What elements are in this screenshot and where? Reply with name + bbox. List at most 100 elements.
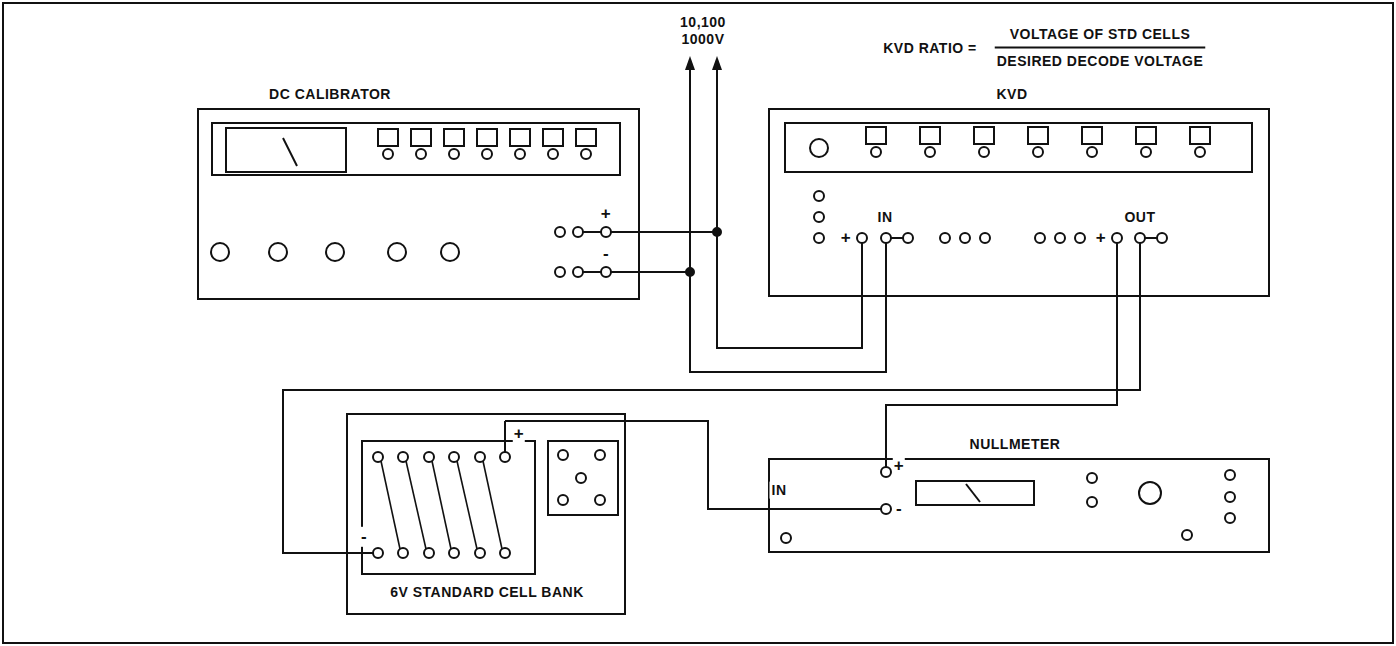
device-title: 6V STANDARD CELL BANK	[388, 584, 586, 601]
arrow-head	[712, 56, 722, 70]
cell-terminal-board	[362, 441, 535, 574]
connecting-wire	[626, 421, 768, 509]
button-indicator	[871, 147, 881, 157]
cell-terminal	[424, 452, 434, 462]
front-panel	[212, 123, 620, 175]
binding-post	[1157, 233, 1167, 243]
input-terminal	[881, 467, 891, 477]
push-button	[920, 127, 940, 144]
button-indicator	[925, 147, 935, 157]
control-knob	[211, 243, 229, 261]
polarity-mark: -	[895, 499, 903, 519]
wire-stub	[346, 552, 373, 554]
binding-post	[573, 227, 583, 237]
push-button	[974, 127, 994, 144]
kvd-divider: KVDINOUT++	[768, 108, 1270, 297]
control-jack	[1225, 513, 1235, 523]
binding-post	[881, 233, 891, 243]
polarity-mark: -	[602, 244, 610, 264]
terminal-link	[583, 231, 601, 233]
binding-post	[601, 227, 611, 237]
cell-terminal	[373, 548, 383, 558]
front-panel	[785, 123, 1252, 172]
cell-socket-panel	[548, 441, 618, 515]
push-button	[543, 129, 563, 146]
polarity-mark: +	[600, 204, 612, 224]
push-button	[444, 129, 464, 146]
nullmeter: NULLMETERIN+-	[768, 458, 1270, 553]
binding-post	[1055, 233, 1065, 243]
push-button	[378, 129, 398, 146]
binding-post	[1135, 233, 1145, 243]
binding-post	[857, 233, 867, 243]
polarity-mark: +	[1095, 228, 1107, 248]
button-indicator	[581, 149, 591, 159]
control-jack	[1182, 530, 1192, 540]
fraction-bar	[995, 47, 1206, 49]
socket	[576, 473, 586, 483]
binding-post	[1075, 233, 1085, 243]
button-indicator	[449, 149, 459, 159]
socket	[558, 495, 568, 505]
standard-cell-bank: 6V STANDARD CELL BANK+-	[346, 413, 626, 615]
terminal-label: IN	[876, 209, 895, 226]
range-knob	[1139, 482, 1161, 504]
control-jack	[1225, 470, 1235, 480]
polarity-mark: +	[893, 456, 905, 476]
button-indicator	[548, 149, 558, 159]
cell-link	[483, 461, 502, 549]
wire-stub	[611, 271, 640, 273]
push-button	[411, 129, 431, 146]
binding-post	[814, 191, 824, 201]
dc-calibrator: DC CALIBRATOR+-	[197, 108, 640, 300]
binding-post	[555, 267, 565, 277]
push-button	[576, 129, 596, 146]
wire-stub	[1116, 243, 1118, 297]
connecting-wire	[640, 232, 886, 372]
terminal-label: OUT	[1122, 209, 1157, 226]
button-indicator	[1033, 147, 1043, 157]
control-knob	[810, 139, 828, 157]
control-knob	[441, 243, 459, 261]
connecting-wire	[283, 297, 1140, 553]
push-button	[1028, 127, 1048, 144]
socket	[595, 450, 605, 460]
cell-link	[406, 461, 426, 549]
binding-post	[1035, 233, 1045, 243]
push-button	[510, 129, 530, 146]
binding-post	[903, 233, 913, 243]
control-jack	[1087, 473, 1097, 483]
terminal-link	[1145, 237, 1157, 239]
cell-terminal	[424, 548, 434, 558]
wire-stub	[1139, 243, 1141, 297]
cell-link	[432, 461, 451, 549]
polarity-mark: +	[840, 228, 852, 248]
control-knob	[326, 243, 344, 261]
binding-post	[601, 267, 611, 277]
button-indicator	[1087, 147, 1097, 157]
formula-label: KVD RATIO =	[881, 40, 979, 57]
device-title: KVD	[994, 86, 1029, 103]
button-indicator	[1141, 147, 1151, 157]
push-button	[866, 127, 886, 144]
cell-link	[457, 461, 477, 549]
cell-terminal	[373, 452, 383, 462]
analog-meter	[226, 128, 346, 172]
socket	[558, 450, 568, 460]
button-indicator	[979, 147, 989, 157]
connecting-wire	[886, 297, 1117, 458]
binding-post	[1112, 233, 1122, 243]
cell-terminal	[449, 452, 459, 462]
binding-post	[980, 233, 990, 243]
control-jack	[781, 533, 791, 543]
input-terminal	[881, 504, 891, 514]
binding-post	[814, 212, 824, 222]
terminal-link	[583, 271, 601, 273]
meter-needle	[283, 138, 297, 166]
formula-numerator: VOLTAGE OF STD CELLS	[1008, 26, 1193, 43]
button-indicator	[482, 149, 492, 159]
device-title: DC CALIBRATOR	[267, 86, 393, 103]
